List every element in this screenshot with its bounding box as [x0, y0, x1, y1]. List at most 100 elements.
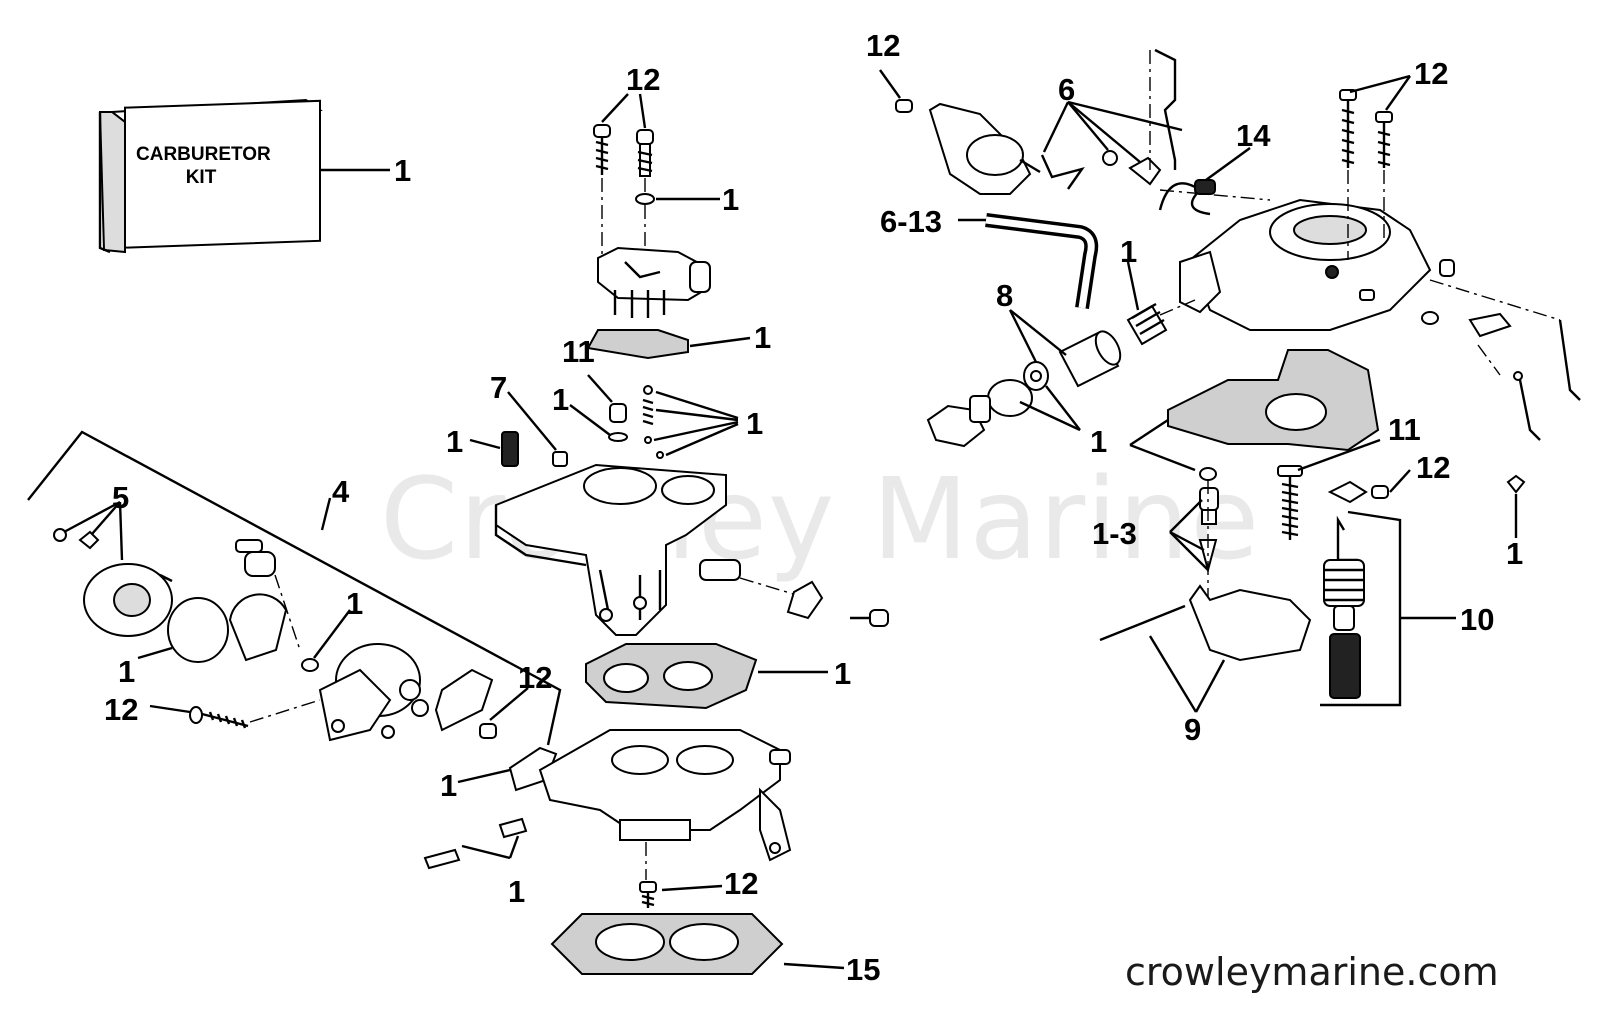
axis-left-b [249, 699, 321, 723]
callout-6-13: 6-13 [880, 204, 942, 239]
callout-15: 15 [846, 952, 880, 987]
leader-1-jets-a [461, 844, 511, 860]
website-url: crowleymarine.com [1125, 950, 1499, 994]
choke-washer [301, 658, 319, 672]
leader-6a [1042, 101, 1070, 153]
callout-12-right-mid: 12 [1416, 450, 1450, 485]
leader-11-mid [587, 374, 613, 403]
callout-12-top: 12 [626, 62, 660, 97]
callout-1-choke: 1 [346, 586, 363, 621]
washer [635, 193, 655, 205]
leader-gasket-top [689, 336, 751, 348]
leader-6d [1067, 100, 1183, 132]
leader-12-right-top [879, 69, 901, 99]
leader-5c [118, 501, 124, 561]
leader-1-mid-a [569, 404, 611, 436]
callout-14: 14 [1236, 118, 1271, 153]
callout-1-3: 1-3 [1092, 516, 1137, 551]
leader-1-jets-b [508, 835, 520, 859]
axis-linkage-right [1429, 279, 1561, 321]
mixture-screws [423, 817, 528, 870]
leader-9b [1194, 659, 1226, 713]
callout-4: 4 [332, 474, 350, 509]
leader-12-bottom [661, 884, 723, 892]
vacuum-pull-off-6 [928, 102, 1041, 195]
callout-1-filter-spring: 1 [1120, 234, 1137, 269]
callout-12-screw-left: 12 [104, 692, 138, 727]
bracket-4 [27, 430, 562, 746]
bracket-10 [1320, 510, 1402, 707]
float-9 [1099, 584, 1312, 662]
power-valve-11 [1277, 465, 1303, 540]
callout-12-right-top2: 12 [1414, 56, 1448, 91]
callout-1-filter: 1 [1090, 424, 1107, 459]
filter-spring [1126, 302, 1168, 346]
callout-1-mid-a: 1 [552, 382, 569, 417]
callout-1-gasket-top: 1 [754, 320, 771, 355]
callout-6: 6 [1058, 72, 1075, 107]
leader-1-spring [469, 438, 501, 450]
axis-mid-right [739, 577, 801, 597]
callout-12-lever: 12 [518, 660, 552, 695]
leader-6c [1067, 101, 1141, 163]
axis-filter [1159, 299, 1196, 316]
callout-1-kit: 1 [394, 153, 411, 188]
pump-lever-assembly [597, 246, 711, 318]
bottom-screw [639, 881, 657, 908]
leader-1-choke [313, 609, 351, 659]
pump-spring [501, 431, 519, 467]
choke-screw [189, 706, 249, 729]
float-bowl-body [494, 463, 741, 636]
callout-1-mid-b: 1 [746, 406, 763, 441]
throttle-body [538, 729, 792, 862]
base-gasket-15 [550, 913, 784, 975]
choke-valve-plate [786, 580, 889, 627]
callout-1-clip: 1 [440, 768, 457, 803]
callout-12-right-top: 12 [866, 28, 900, 63]
callout-5: 5 [112, 480, 129, 515]
leader-4 [320, 497, 332, 531]
kit-label-line2: KIT [185, 167, 217, 188]
leader-12-lever [489, 687, 529, 721]
axis-vent [1159, 189, 1271, 201]
air-horn-gasket [1167, 349, 1380, 452]
leader-5b [91, 501, 121, 535]
choke-housing [318, 643, 429, 742]
leader-12-screw-left [149, 704, 191, 714]
leader-1-3a [1169, 499, 1203, 533]
callout-1-gasket-mid: 1 [834, 656, 851, 691]
top-gasket [586, 329, 689, 360]
leader-8b [1008, 309, 1038, 363]
right-linkage [1421, 259, 1581, 441]
leader-1-3-top [1129, 418, 1196, 472]
small-springs [642, 385, 664, 459]
callout-10: 10 [1460, 602, 1494, 637]
clip-right [1506, 474, 1526, 494]
callout-9: 9 [1184, 712, 1201, 747]
callout-1-spring: 1 [446, 424, 463, 459]
leader-12-right-top2-b [1385, 75, 1411, 111]
vent-spring-14 [1158, 179, 1216, 216]
plug-7 [552, 451, 568, 467]
mid-gasket [585, 643, 758, 710]
callout-7: 7 [490, 370, 507, 405]
leader-1-mid-b [653, 390, 739, 457]
leader-1-filter-a [1019, 400, 1081, 432]
leader-1-clip [457, 768, 511, 784]
filter-inlet-nut [926, 379, 1033, 448]
leader-12-top-b [638, 93, 647, 129]
leader-8a [1009, 309, 1067, 356]
callout-1-ring: 1 [118, 654, 135, 689]
leader-12-right-top2-a [1349, 74, 1411, 94]
callout-1-right: 1 [1506, 536, 1523, 571]
leader-1-ring [137, 646, 173, 660]
leader-1-filter-spring [1126, 261, 1140, 311]
top-screws [593, 124, 654, 177]
leader-9a [1148, 635, 1198, 713]
carburetor-kit-box [98, 98, 323, 254]
callout-1-jets: 1 [508, 874, 525, 909]
leader-7 [507, 391, 557, 451]
leader-12-right-mid [1389, 469, 1411, 493]
